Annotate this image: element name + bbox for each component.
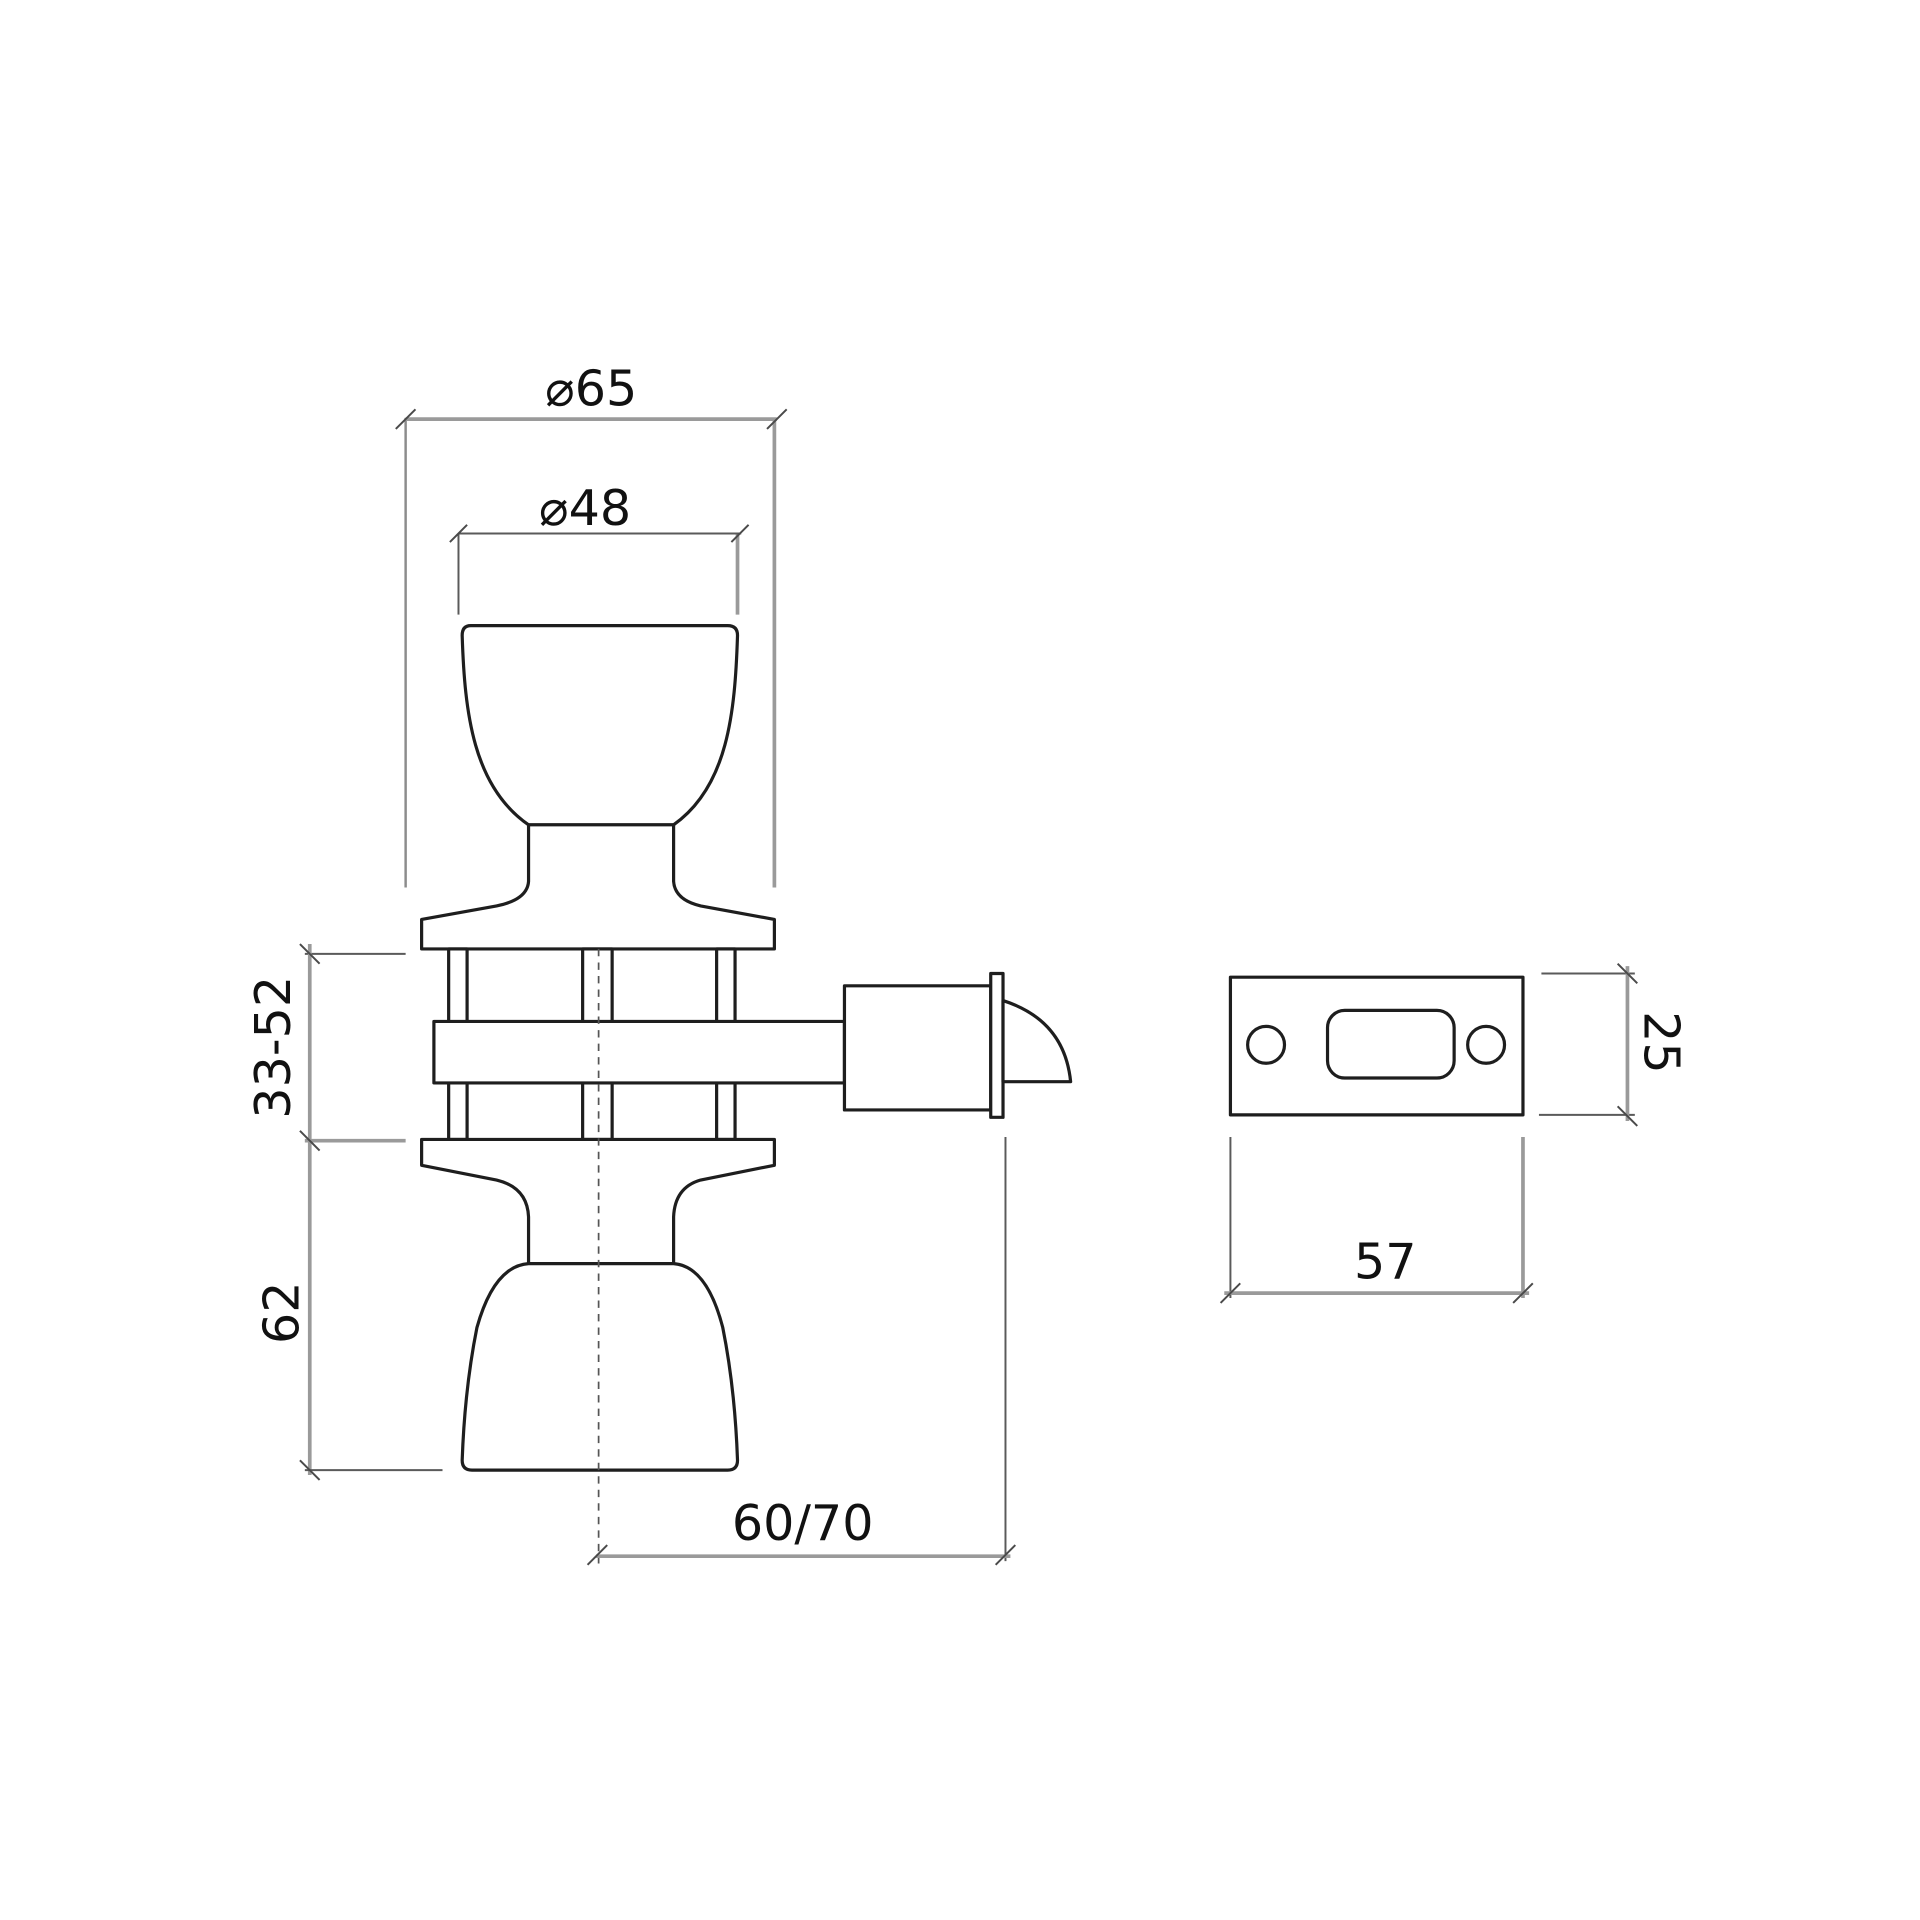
latch-opening (1325, 1008, 1456, 1080)
screw-hole-right (1466, 1024, 1507, 1065)
dimension-label-strike-width: 57 (1354, 1232, 1417, 1290)
latch-bolt (842, 971, 1073, 1119)
dimension-label-backset: 60/70 (732, 1494, 874, 1552)
outer-knob (420, 624, 776, 951)
dimension-label-projection: 62 (253, 1281, 311, 1344)
dimension-door-thickness: 33-52 (244, 943, 406, 1476)
dimension-knob-projection: 62 (253, 1281, 443, 1481)
dimension-rose-diameter: ⌀65 (395, 360, 788, 888)
strike-plate (1228, 975, 1525, 1117)
dimension-backset: 60/70 (586, 1137, 1017, 1566)
dimension-strike-width: 57 (1219, 1137, 1534, 1304)
dimension-label-rose: ⌀65 (545, 360, 637, 418)
dimension-label-strike-height: 25 (1633, 1011, 1691, 1074)
dimension-strike-height: 25 (1538, 962, 1691, 1127)
dimension-label-knob: ⌀48 (539, 479, 631, 537)
inner-knob (420, 1137, 776, 1472)
screw-hole-left (1246, 1024, 1287, 1065)
dimension-label-door-thickness: 33-52 (244, 976, 302, 1119)
dimension-knob-diameter: ⌀48 (449, 479, 750, 615)
spindle-assembly (432, 947, 847, 1142)
